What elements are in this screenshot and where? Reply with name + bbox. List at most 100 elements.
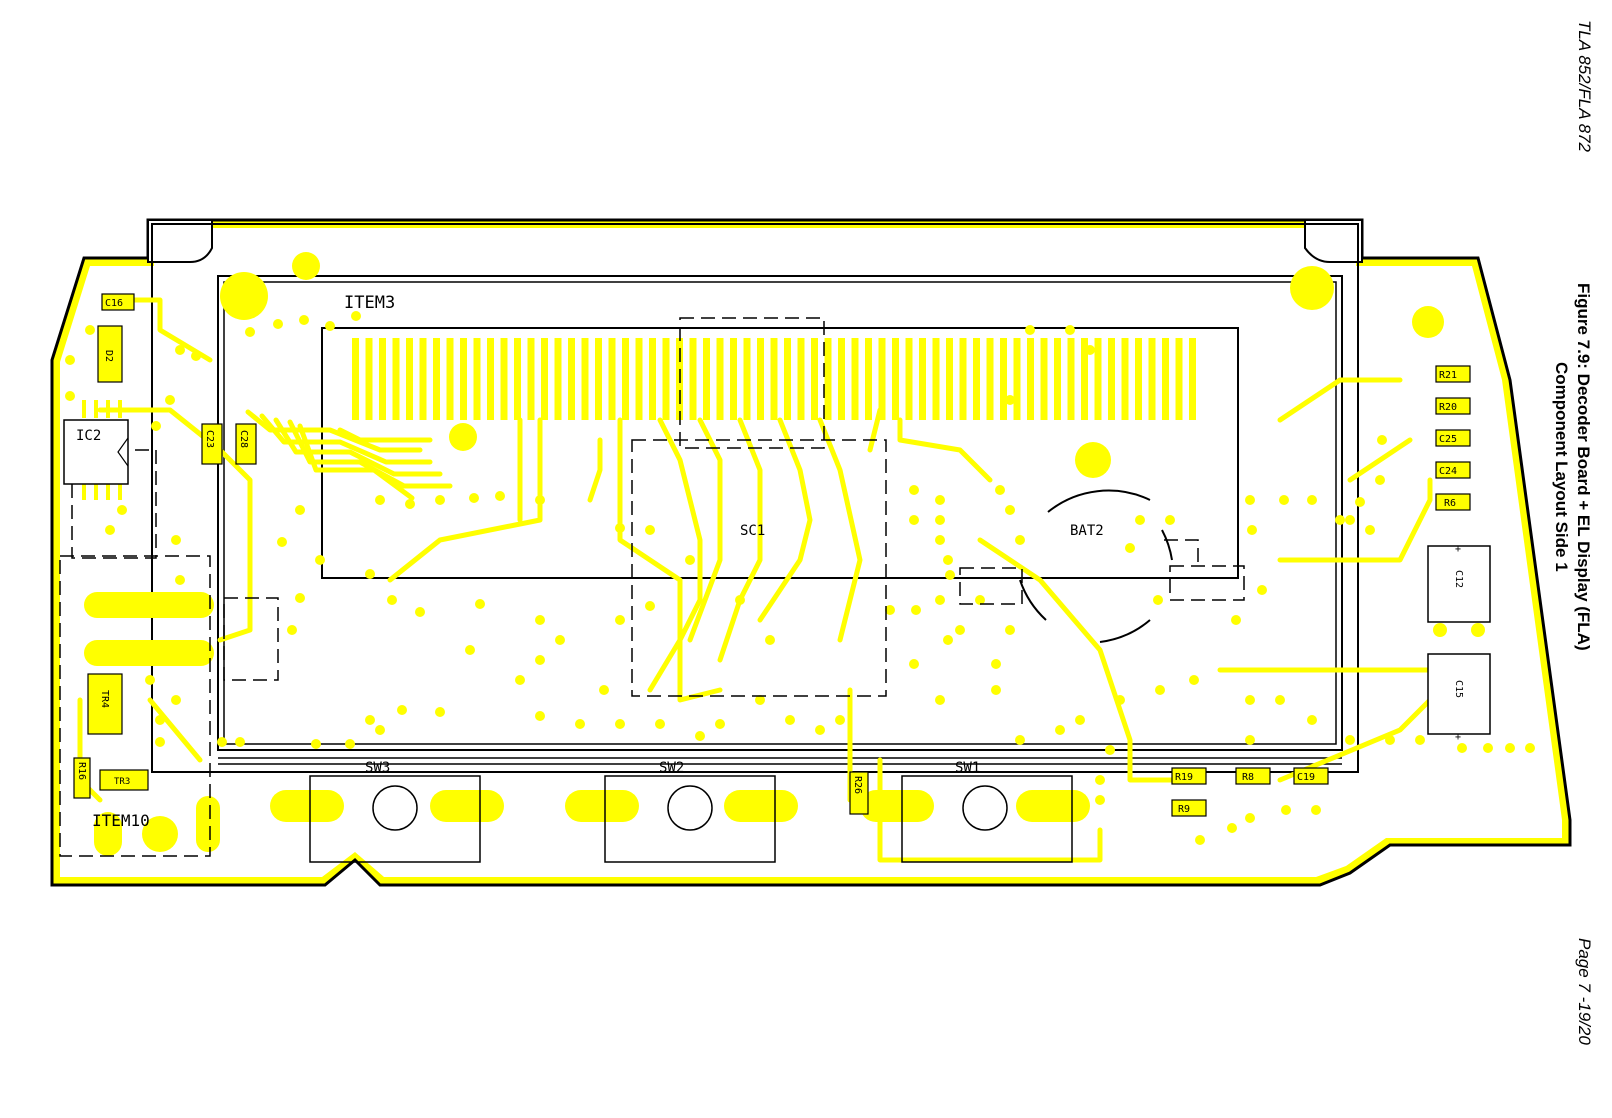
via xyxy=(955,625,965,635)
via xyxy=(535,615,545,625)
connector-finger xyxy=(609,338,616,420)
via xyxy=(365,715,375,725)
via xyxy=(575,719,585,729)
via xyxy=(1105,745,1115,755)
via xyxy=(1005,505,1015,515)
label-sw1: SW1 xyxy=(955,760,980,776)
via xyxy=(1125,543,1135,553)
via xyxy=(1231,615,1241,625)
label-sw2: SW2 xyxy=(659,760,684,776)
via xyxy=(935,515,945,525)
label-r21: R21 xyxy=(1439,370,1457,381)
connector-finger xyxy=(825,338,832,420)
via xyxy=(1245,695,1255,705)
via xyxy=(1345,735,1355,745)
via xyxy=(1281,805,1291,815)
via xyxy=(405,499,415,509)
via xyxy=(311,739,321,749)
via xyxy=(695,731,705,741)
connector-finger xyxy=(379,338,386,420)
connector-finger xyxy=(663,338,670,420)
connector-finger xyxy=(1176,338,1183,420)
connector-finger xyxy=(1095,338,1102,420)
connector-finger xyxy=(703,338,710,420)
via xyxy=(615,719,625,729)
via xyxy=(1365,525,1375,535)
label-c16: C16 xyxy=(105,298,123,309)
via xyxy=(911,605,921,615)
via xyxy=(435,495,445,505)
connector-finger xyxy=(636,338,643,420)
via xyxy=(1307,495,1317,505)
connector-finger xyxy=(973,338,980,420)
via xyxy=(1245,495,1255,505)
connector-finger xyxy=(906,338,913,420)
via xyxy=(1095,795,1105,805)
via xyxy=(1245,735,1255,745)
connector-finger xyxy=(852,338,859,420)
connector-finger xyxy=(501,338,508,420)
via xyxy=(375,725,385,735)
via xyxy=(935,595,945,605)
via xyxy=(785,715,795,725)
via xyxy=(535,655,545,665)
label-c15-plus: + xyxy=(1455,732,1461,743)
via xyxy=(1153,595,1163,605)
via xyxy=(945,570,955,580)
label-c15: C15 xyxy=(1453,680,1464,698)
via xyxy=(469,493,479,503)
via xyxy=(935,535,945,545)
via xyxy=(555,635,565,645)
connector-finger xyxy=(366,338,373,420)
label-r20: R20 xyxy=(1439,402,1457,413)
connector-finger xyxy=(757,338,764,420)
connector-finger xyxy=(474,338,481,420)
connector-finger xyxy=(1162,338,1169,420)
via xyxy=(515,675,525,685)
label-item3: ITEM3 xyxy=(344,293,395,313)
via xyxy=(1377,435,1387,445)
connector-finger xyxy=(420,338,427,420)
via xyxy=(1095,775,1105,785)
via xyxy=(65,391,75,401)
via xyxy=(615,523,625,533)
via xyxy=(1355,497,1365,507)
label-c23: C23 xyxy=(204,430,215,448)
via xyxy=(273,319,283,329)
via xyxy=(1307,715,1317,725)
via xyxy=(909,659,919,669)
via xyxy=(1375,475,1385,485)
via xyxy=(1195,835,1205,845)
connector-finger xyxy=(946,338,953,420)
via xyxy=(235,737,245,747)
via xyxy=(599,685,609,695)
label-r26: R26 xyxy=(852,776,863,794)
via xyxy=(1189,675,1199,685)
via xyxy=(325,321,335,331)
label-c25: C25 xyxy=(1439,434,1457,445)
connector-finger xyxy=(987,338,994,420)
connector-finger xyxy=(730,338,737,420)
via xyxy=(535,711,545,721)
via xyxy=(935,495,945,505)
via xyxy=(1525,743,1535,753)
connector-finger xyxy=(568,338,575,420)
document-reference: TLA 852/FLA 872 xyxy=(1574,20,1594,152)
connector-finger xyxy=(690,338,697,420)
via xyxy=(155,715,165,725)
display-connector-fingers xyxy=(352,338,1196,420)
via xyxy=(145,675,155,685)
via xyxy=(299,315,309,325)
via xyxy=(217,737,227,747)
via xyxy=(909,485,919,495)
label-r6: R6 xyxy=(1444,498,1456,509)
via xyxy=(1311,805,1321,815)
via xyxy=(995,485,1005,495)
connector-finger xyxy=(1041,338,1048,420)
via xyxy=(365,569,375,579)
via xyxy=(1457,743,1467,753)
via xyxy=(1075,715,1085,725)
via xyxy=(685,555,695,565)
via xyxy=(1227,823,1237,833)
label-c12-plus: + xyxy=(1455,544,1461,555)
